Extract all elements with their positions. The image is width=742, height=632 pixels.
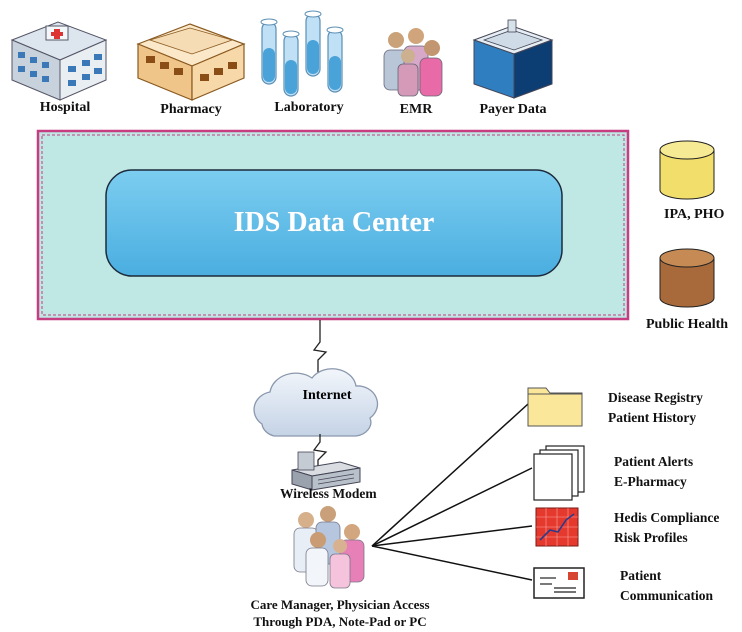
link-datacenter-internet <box>312 320 328 378</box>
test-tubes-icon <box>260 10 344 97</box>
output-label-line2: E-Pharmacy <box>614 474 687 489</box>
internet-label: Internet <box>302 388 352 403</box>
cloud-icon <box>253 368 379 437</box>
output-label-line2: Communication <box>620 588 714 603</box>
link-internet-modem <box>312 434 328 466</box>
care-manager-label-line1: Care Manager, Physician Access <box>250 597 430 612</box>
source-label-laboratory: Laboratory <box>274 100 344 115</box>
output-label-line2: Risk Profiles <box>614 530 688 545</box>
output-label-line1: Patient <box>620 568 662 583</box>
source-label-payer-data: Payer Data <box>479 102 547 117</box>
output-label-line1: Disease Registry <box>608 390 703 405</box>
people-icon <box>383 28 443 97</box>
source-label-pharmacy: Pharmacy <box>160 102 222 117</box>
modem-icon <box>291 451 361 491</box>
output-label-line1: Hedis Compliance <box>614 510 720 525</box>
envelope-icon <box>533 567 585 599</box>
output-label-disease-registry: Disease Registry Patient History <box>608 388 703 428</box>
data-center-title: IDS Data Center <box>233 207 435 238</box>
documents-icon <box>533 445 585 501</box>
pharmacy-icon <box>136 23 246 101</box>
output-label-patient-communication: Patient Communication <box>620 566 713 606</box>
care-team-icon <box>293 506 365 589</box>
output-label-line2: Patient History <box>608 410 697 425</box>
database-label-public-health: Public Health <box>646 317 729 332</box>
source-label-emr: EMR <box>399 102 433 117</box>
database-public-health-icon <box>659 248 715 308</box>
output-label-line1: Patient Alerts <box>614 454 694 469</box>
chart-icon <box>535 507 579 547</box>
care-manager-label: Care Manager, Physician Access Through P… <box>210 596 470 630</box>
building-icon <box>472 19 554 99</box>
care-manager-label-line2: Through PDA, Note-Pad or PC <box>253 614 427 629</box>
fan-out-lines <box>371 403 533 581</box>
modem-label: Wireless Modem <box>280 486 377 501</box>
folder-icon <box>527 387 583 427</box>
source-label-hospital: Hospital <box>39 100 91 115</box>
data-center-inner-border <box>41 134 625 316</box>
database-ipa-icon <box>659 140 715 200</box>
output-label-patient-alerts: Patient Alerts E-Pharmacy <box>614 452 693 492</box>
database-label-ipa-pho: IPA, PHO <box>664 207 725 222</box>
hospital-icon <box>10 21 108 101</box>
data-center-box <box>105 169 563 277</box>
output-label-hedis-compliance: Hedis Compliance Risk Profiles <box>614 508 719 548</box>
